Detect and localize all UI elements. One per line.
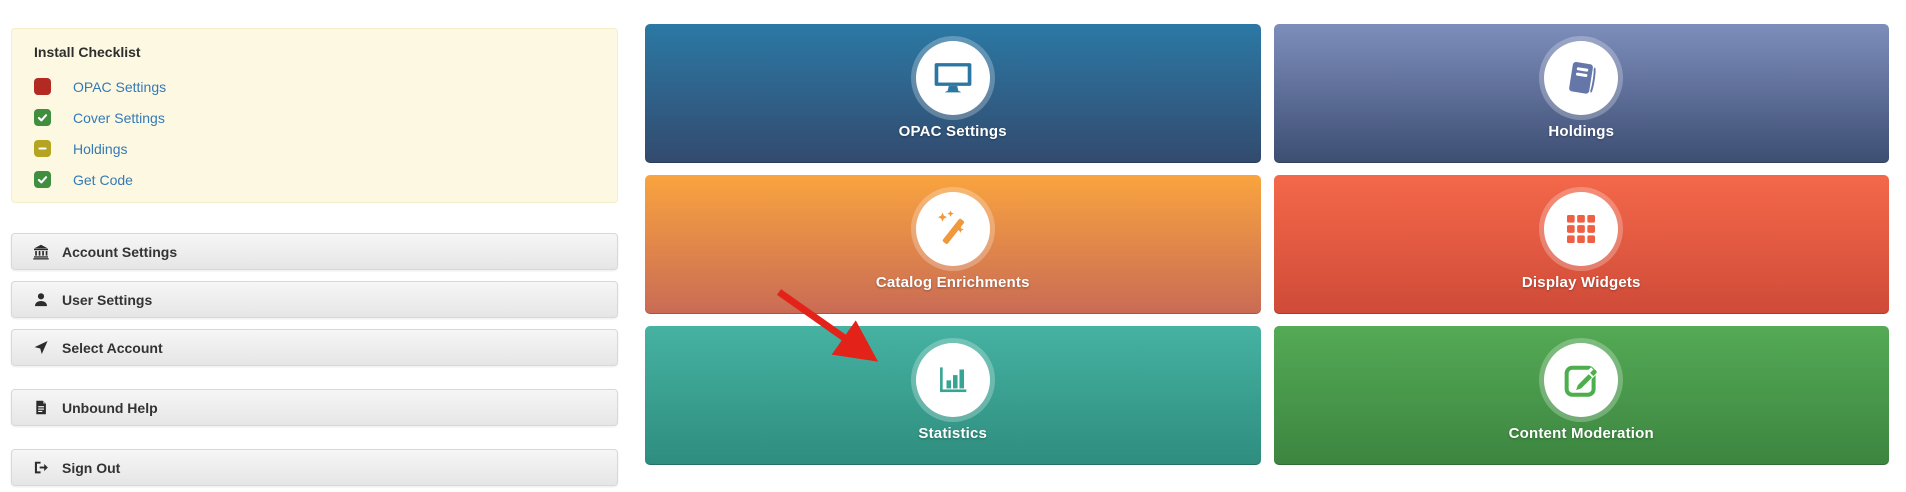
tile-label: Content Moderation [1508,425,1654,442]
location-arrow-icon [34,340,48,355]
edit-icon [1564,365,1598,397]
sidebar-item-select-account[interactable]: Select Account [11,329,618,366]
bank-icon [33,244,49,259]
tile-icon-circle [915,343,990,417]
checklist-item-cover-settings: Cover Settings [33,102,596,133]
checklist-item-opac-settings: OPAC Settings [33,71,596,102]
checklist-link-cover-settings[interactable]: Cover Settings [73,109,165,126]
sidebar-item-label: Select Account [62,339,163,356]
bar-chart-icon [939,367,967,393]
sidebar-item-unbound-help[interactable]: Unbound Help [11,389,618,426]
checklist-link-holdings[interactable]: Holdings [73,140,128,157]
monitor-icon [934,63,972,93]
magic-wand-icon [937,210,964,244]
tile-label: OPAC Settings [898,123,1007,140]
sidebar-item-label: Unbound Help [62,399,158,416]
tile-label: Holdings [1548,123,1615,140]
tile-label: Display Widgets [1521,274,1641,291]
sidebar-item-label: User Settings [62,291,153,308]
tile-label: Catalog Enrichments [875,274,1030,291]
sidebar-item-sign-out[interactable]: Sign Out [11,449,618,486]
checklist-link-opac-settings[interactable]: OPAC Settings [73,78,167,95]
file-text-icon [36,400,46,415]
sidebar-item-label: Sign Out [62,459,121,476]
tile-holdings[interactable]: Holdings [1273,24,1889,163]
install-checklist-title: Install Checklist [34,44,141,60]
tile-opac-settings[interactable]: OPAC Settings [645,24,1261,163]
tile-display-widgets[interactable]: Display Widgets [1273,175,1889,314]
tile-label: Statistics [918,425,988,442]
tile-icon-circle [915,41,990,115]
tile-catalog-enrichments[interactable]: Catalog Enrichments [645,175,1261,314]
user-icon [35,293,47,307]
sidebar-item-account-settings[interactable]: Account Settings [11,233,618,270]
green-check-icon [34,109,51,126]
red-square-icon [34,78,51,95]
checklist-item-get-code: Get Code [33,164,596,195]
checklist-item-holdings: Holdings [33,133,596,164]
sidebar-item-label: Account Settings [62,243,178,260]
green-check-icon [34,171,51,188]
tile-icon-circle [915,192,990,266]
sign-out-icon [34,461,48,474]
tile-icon-circle [1544,41,1619,115]
install-checklist-panel: Install Checklist OPAC Settings Cover Se… [11,28,618,203]
tile-icon-circle [1544,192,1619,266]
sidebar: Install Checklist OPAC Settings Cover Se… [11,28,618,486]
tile-icon-circle [1544,343,1619,417]
tile-content-moderation[interactable]: Content Moderation [1273,326,1889,465]
yellow-minus-icon [34,140,51,157]
dashboard-tile-grid: OPAC Settings Holdings Catalog E [645,24,1889,465]
sidebar-item-user-settings[interactable]: User Settings [11,281,618,318]
book-icon [1569,62,1596,94]
checklist-link-get-code[interactable]: Get Code [73,171,133,188]
tile-statistics[interactable]: Statistics [645,326,1261,465]
grid-icon [1567,215,1596,243]
